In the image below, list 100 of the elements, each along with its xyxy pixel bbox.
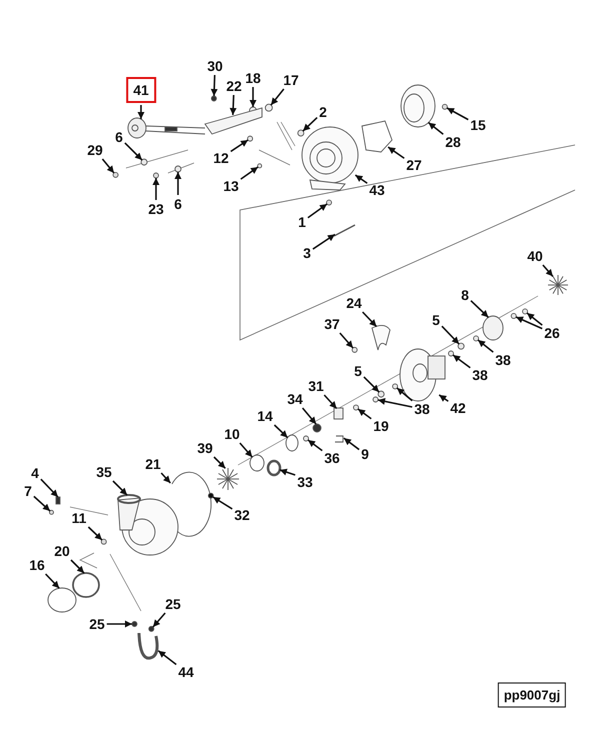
leader-line (354, 174, 368, 184)
washer-part (174, 166, 182, 172)
leader-line (280, 468, 296, 476)
ring-part (250, 454, 264, 472)
pin-part (334, 436, 344, 442)
shield-part (372, 324, 390, 350)
plug-part (208, 492, 214, 499)
callout-number: 40 (527, 249, 543, 263)
collar-part (482, 316, 504, 340)
leader-line (70, 559, 85, 574)
leader-line (174, 172, 182, 195)
callout-number: 13 (223, 179, 239, 193)
washer-part (352, 346, 358, 353)
leader-line (438, 394, 449, 402)
leader-line (308, 439, 323, 452)
turbine-wheel-part (548, 274, 568, 296)
leader-line (542, 264, 554, 277)
washer-part (372, 396, 378, 402)
callout-number: 32 (234, 508, 250, 522)
leader-line (240, 166, 258, 180)
callout-number: 5 (354, 364, 362, 378)
callout-number: 38 (495, 353, 511, 367)
callout-number: 7 (24, 484, 32, 498)
leader-line (158, 650, 177, 666)
leader-line (441, 326, 460, 345)
ring-part (48, 588, 76, 612)
leader-line (516, 316, 543, 330)
rod-part (334, 224, 356, 237)
leader-line (307, 203, 328, 218)
callout-number: 36 (324, 451, 340, 465)
washer-part (353, 404, 359, 410)
clip-part (56, 496, 60, 504)
callout-number: 22 (226, 79, 242, 93)
highlighted-callout-number: 41 (126, 77, 156, 103)
plate-part (334, 408, 344, 420)
callout-number: 29 (87, 143, 103, 157)
gasket-part (361, 120, 393, 152)
washer-part (522, 308, 528, 314)
washer-part (458, 342, 465, 350)
bolt-part (112, 172, 119, 178)
callout-number: 1 (298, 215, 306, 229)
callout-number: 20 (54, 544, 70, 558)
callout-number: 16 (29, 558, 45, 572)
callout-number: 25 (89, 617, 105, 631)
leader-line (230, 94, 237, 116)
leader-line (160, 472, 172, 484)
washer-part (297, 130, 304, 137)
callout-number: 6 (174, 197, 182, 211)
callout-number: 43 (369, 183, 385, 197)
callout-number: 42 (450, 401, 466, 415)
leader-line (362, 311, 378, 328)
leader-line (302, 117, 318, 132)
leader-line (210, 74, 218, 96)
leader-line (213, 456, 226, 469)
callout-number: 8 (461, 288, 469, 302)
callout-number: 26 (544, 326, 560, 340)
callout-number: 25 (165, 597, 181, 611)
pin-part (326, 200, 332, 206)
callout-number: 33 (297, 475, 313, 489)
leader-line (363, 376, 380, 393)
leader-line (324, 394, 338, 410)
plug-part (49, 510, 54, 515)
leader-line (112, 480, 128, 496)
callout-number: 9 (361, 447, 369, 461)
ring-part (266, 460, 282, 476)
nut-part (264, 104, 273, 112)
leader-line (106, 620, 132, 628)
callout-number: 5 (432, 313, 440, 327)
leader-line (312, 234, 336, 250)
leader-line (230, 139, 248, 152)
callout-number: 6 (115, 130, 123, 144)
callout-number: 14 (257, 409, 273, 423)
leader-line (40, 478, 59, 498)
callout-number: 39 (197, 441, 213, 455)
bolt-part (442, 104, 448, 110)
bearing-housing-part (400, 348, 446, 402)
ring-part (72, 572, 100, 598)
washer-part (392, 383, 398, 390)
leader-line (526, 312, 543, 326)
fitting-part (148, 626, 154, 632)
leader-line (138, 105, 144, 120)
callout-number: 37 (324, 317, 340, 331)
ring-part (286, 434, 298, 452)
leader-line (102, 158, 115, 174)
compressor-housing-part (117, 494, 178, 556)
washer-part (378, 390, 385, 398)
callout-number: 2 (319, 105, 327, 119)
washer-part (247, 136, 254, 142)
leader-line (239, 442, 253, 458)
leader-line (212, 496, 233, 510)
washer-part (140, 158, 148, 166)
callout-number: 10 (224, 427, 240, 441)
callout-number: 24 (346, 296, 362, 310)
leader-line (358, 408, 372, 420)
callout-number: 23 (148, 202, 164, 216)
leader-line (388, 146, 405, 159)
callout-number: 38 (414, 402, 430, 416)
pin-part (210, 96, 217, 102)
callout-number: 18 (245, 71, 261, 85)
leader-line (88, 526, 103, 541)
